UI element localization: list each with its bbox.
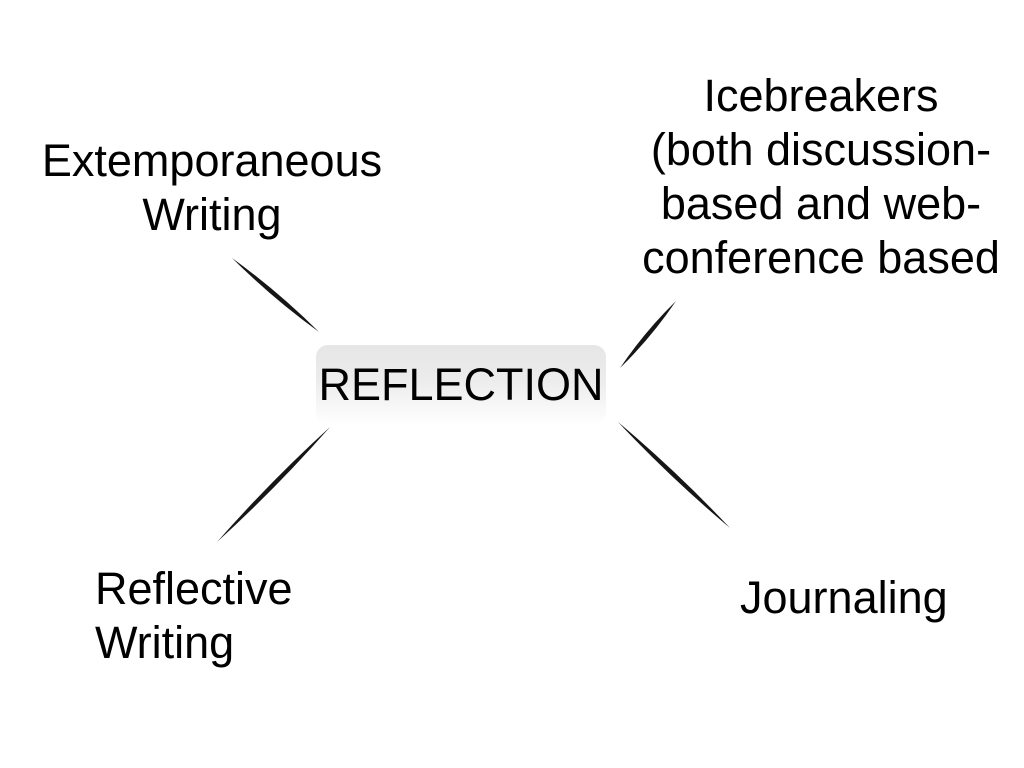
- node-label-line: Writing: [95, 617, 235, 668]
- node-extemporaneous-writing: Extemporaneous Writing: [28, 134, 396, 242]
- node-icebreakers: Icebreakers (both discussion- based and …: [626, 69, 1016, 285]
- node-reflective-writing: Reflective Writing: [95, 562, 293, 670]
- node-journaling: Journaling: [740, 571, 948, 625]
- node-label-line: Extemporaneous: [41, 135, 383, 186]
- node-label-line: (both discussion-: [650, 124, 992, 175]
- connector-line: [620, 301, 676, 368]
- node-label-line: conference based: [642, 232, 1000, 283]
- node-label-line: Journaling: [740, 572, 948, 623]
- connector-line: [217, 427, 330, 542]
- central-topic-box: REFLECTION: [316, 345, 606, 424]
- connector-line: [232, 258, 319, 332]
- connector-line: [618, 422, 730, 528]
- node-label-line: Icebreakers: [703, 70, 939, 121]
- node-label-line: based and web-: [660, 178, 982, 229]
- node-label-line: Writing: [142, 189, 282, 240]
- node-label-line: Reflective: [95, 563, 293, 614]
- central-topic-label: REFLECTION: [318, 359, 604, 410]
